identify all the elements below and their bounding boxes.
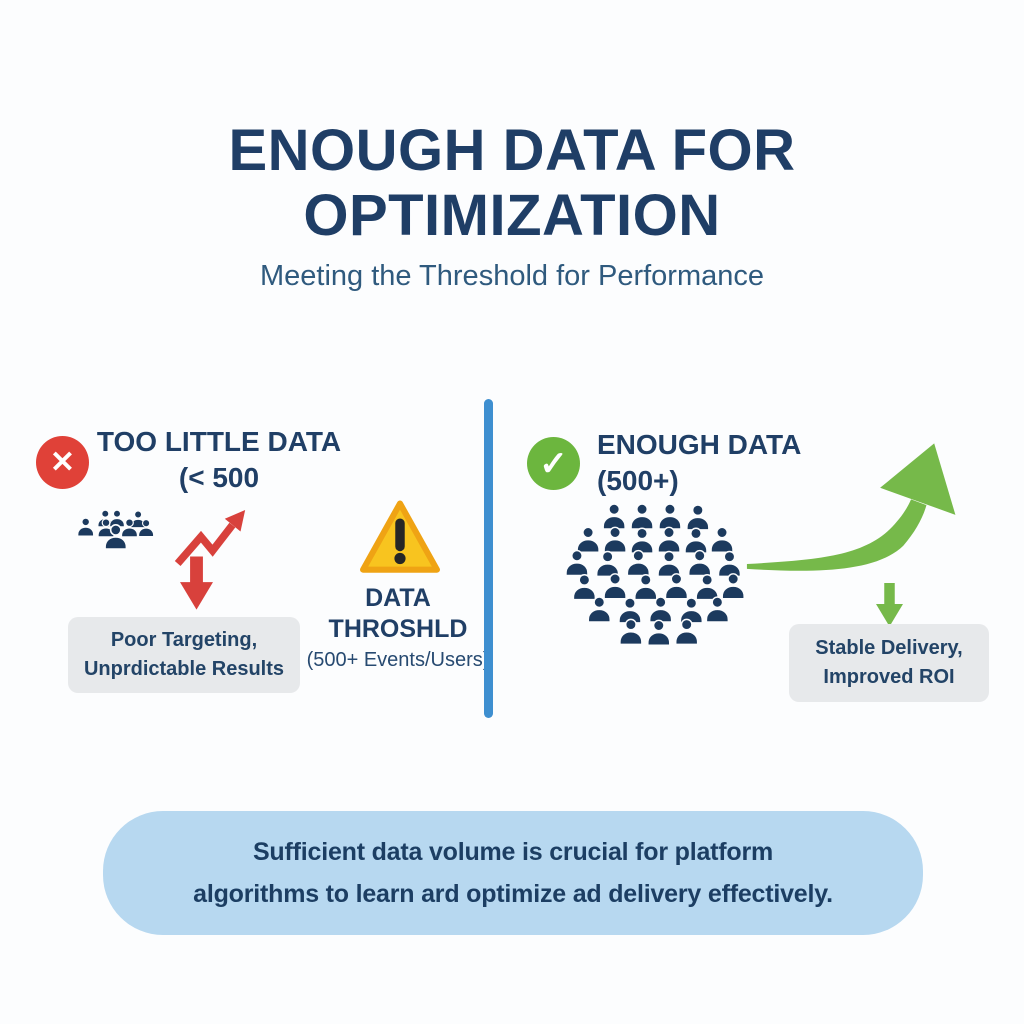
small-audience-icon xyxy=(77,509,155,550)
page-subtitle: Meeting the Threshold for Performance xyxy=(259,260,764,292)
takeaway-banner: Sufficient data volume is crucial for pl… xyxy=(103,811,923,935)
right-outcome-box: Stable Delivery, Improved ROI xyxy=(789,624,989,702)
right-outcome-line2: Improved ROI xyxy=(823,666,955,688)
volatile-trend-arrow-icon xyxy=(174,509,246,566)
left-outcome-box: Poor Targeting, Unprdictable Results xyxy=(68,617,300,693)
threshold-line2: THROSHLD xyxy=(328,615,468,644)
check-circle-icon: ✓ xyxy=(527,437,580,490)
threshold-line1: DATA xyxy=(365,584,431,612)
large-audience-icon xyxy=(565,503,745,646)
left-panel-heading: TOO LITTLE DATA (< 500 xyxy=(88,424,350,497)
takeaway-line1: Sufficient data volume is crucial for pl… xyxy=(252,837,774,866)
right-panel-heading: ENOUGH DATA (500+) xyxy=(597,427,857,500)
page-title-line1: ENOUGH DATA FOR xyxy=(228,117,796,183)
vertical-divider xyxy=(484,399,493,718)
x-circle-icon: ✕ xyxy=(36,436,89,489)
check-glyph: ✓ xyxy=(539,444,568,483)
warning-triangle-icon xyxy=(360,500,440,573)
right-heading-line1: ENOUGH DATA xyxy=(597,429,802,460)
takeaway-line2: algorithms to learn ard optimize ad deli… xyxy=(193,880,833,908)
left-outcome-line1: Poor Targeting, xyxy=(110,629,258,651)
red-down-arrow-icon xyxy=(180,556,213,610)
page-title: ENOUGH DATA FOR OPTIMIZATION xyxy=(0,117,1024,249)
right-heading-line2: (500+) xyxy=(597,465,679,497)
right-outcome-line1: Stable Delivery, xyxy=(815,637,963,659)
threshold-line3: (500+ Events/Users) xyxy=(306,648,490,671)
page-title-line2: OPTIMIZATION xyxy=(303,182,721,248)
green-down-arrow-icon xyxy=(876,583,903,627)
x-glyph: ✕ xyxy=(49,446,76,479)
left-heading-line1: TOO LITTLE DATA xyxy=(96,426,342,457)
left-outcome-line2: Unprdictable Results xyxy=(83,658,285,680)
left-heading-line2: (< 500 xyxy=(178,462,260,494)
growth-swoosh-arrow-icon xyxy=(746,443,956,571)
data-threshold-label: DATA THROSHLD (500+ Events/Users) xyxy=(298,583,498,674)
